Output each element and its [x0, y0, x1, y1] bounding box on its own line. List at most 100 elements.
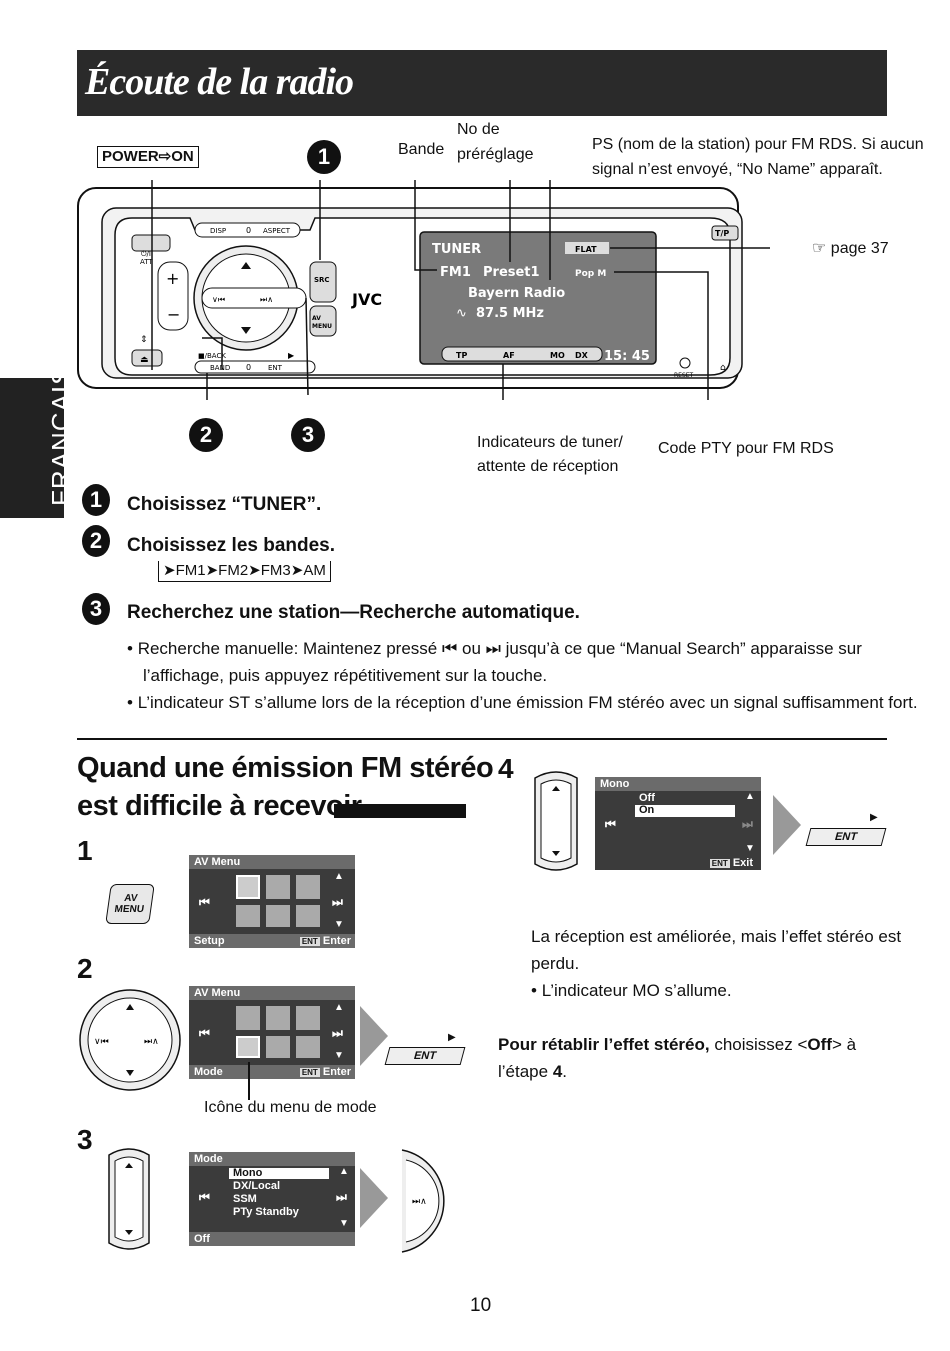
arrow-step3: [360, 1168, 388, 1228]
svg-text:⏏: ⏏: [140, 355, 149, 365]
aspect-text: ASPECT: [263, 227, 291, 235]
screen-af: AF: [503, 351, 515, 360]
svg-text:AV: AV: [312, 315, 321, 322]
mode-icon: [236, 1036, 260, 1058]
step-number-1: 1: [82, 484, 110, 516]
att-text: ATT: [140, 258, 153, 266]
indicators-label-1: Indicateurs de tuner/: [477, 434, 623, 451]
bullet-manual-search: • Recherche manuelle: Maintenez pressé ⏮…: [127, 639, 862, 658]
play-icon-2: ▶: [448, 1032, 456, 1043]
svg-text:⏻/I: ⏻/I: [141, 250, 151, 258]
mode-screen: Mode Mono DX/Local SSM PTy Standby ⏮ ▲ ⏭…: [189, 1152, 355, 1246]
section-divider: [77, 738, 887, 740]
screen-band: FM1: [440, 265, 471, 280]
section2-heading-1: Quand une émission FM stéréo: [77, 752, 494, 784]
svg-text:∨⏮: ∨⏮: [212, 295, 225, 304]
screen-dx: DX: [575, 351, 589, 360]
mode-item-dx: DX/Local: [233, 1180, 281, 1192]
page-reference: ☞ page 37: [812, 240, 889, 257]
mode-item-mono: Mono: [233, 1167, 263, 1179]
disp-text: DISP: [210, 227, 226, 235]
indicators-label-2: attente de réception: [477, 458, 619, 475]
screen1-title: AV Menu: [189, 855, 355, 869]
mono-screen: Mono Off On ⏮ ▲ ⏭ ▼ ENT Exit: [595, 777, 761, 870]
title-band: Écoute de la radio: [77, 50, 887, 116]
screen3-title: Mode: [189, 1152, 355, 1166]
step-text-1: Choisissez “TUNER”.: [127, 494, 322, 515]
svg-text:+: +: [166, 269, 179, 288]
screen-time: 15: 45: [604, 349, 650, 364]
result-bullet: • L’indicateur MO s’allume.: [531, 981, 732, 1000]
svg-text:⏭∧: ⏭∧: [412, 1197, 427, 1207]
svg-text:▶: ▶: [288, 351, 295, 360]
rocker-4[interactable]: [532, 768, 580, 874]
bullet-st-indicator: • L’indicateur ST s’allume lors de la ré…: [127, 693, 918, 712]
svg-text:∨⏮: ∨⏮: [94, 1037, 109, 1047]
av-menu-screen-mode: AV Menu ⏮ ▲ ⏭ ▼ Mode ENT Enter: [189, 986, 355, 1079]
screen-tuner: TUNER: [432, 242, 481, 257]
ent-button-4[interactable]: ENT: [805, 828, 887, 846]
screen-station: Bayern Radio: [468, 286, 565, 301]
svg-text:0: 0: [246, 363, 251, 372]
screen4-title: Mono: [595, 777, 761, 791]
screen-preset: Preset1: [483, 265, 540, 280]
svg-text:∿: ∿: [456, 306, 467, 321]
preset-label-1: No de: [457, 121, 500, 138]
screen-tp: TP: [456, 351, 467, 360]
screen1-bottom: Setup: [194, 935, 225, 947]
arrow-step2: [360, 1006, 388, 1066]
dial-right-3[interactable]: ⏭∧: [398, 1148, 458, 1254]
result-line-1: La réception est améliorée, mais l’effet…: [531, 927, 902, 946]
preset-label-2: préréglage: [457, 146, 534, 163]
head-unit-illustration: ⏻/I ATT + − ⇕ ⏏ DISP 0 ASPECT ∨⏮ ⏭∧ SRC …: [77, 180, 770, 400]
brand-text: JVC: [351, 290, 382, 309]
ent-text: ENT: [268, 364, 283, 372]
screen3-bottom: Off: [189, 1232, 355, 1246]
bullet-manual-search-cont: l’affichage, puis appuyez répétitivement…: [143, 666, 548, 685]
sub-step-2: 2: [77, 953, 93, 984]
arrow-step4: [773, 795, 801, 855]
page-number: 10: [470, 1295, 492, 1316]
svg-text:⏭∧: ⏭∧: [260, 295, 273, 304]
screen-pty: Pop M: [575, 269, 606, 279]
power-label: POWER⇨ON: [97, 146, 199, 168]
step-text-3: Recherchez une station—Recherche automat…: [127, 602, 580, 623]
mode-icon-leader: [248, 1062, 250, 1100]
ent-button-2[interactable]: ENT: [384, 1047, 466, 1065]
svg-text:−: −: [167, 305, 180, 324]
screen-flat: FLAT: [575, 245, 597, 254]
back-text: ■/BACK: [198, 352, 226, 360]
svg-text:⇕: ⇕: [140, 335, 148, 345]
svg-text:MENU: MENU: [312, 323, 332, 330]
play-icon-4: ▶: [870, 812, 878, 823]
av-menu-button[interactable]: AV MENU: [105, 884, 155, 924]
svg-text:0: 0: [246, 226, 251, 235]
step-text-2: Choisissez les bandes.: [127, 535, 336, 556]
result-line-2: perdu.: [531, 954, 580, 973]
sub-step-4: 4: [498, 753, 514, 784]
mode-item-pty: PTy Standby: [233, 1206, 299, 1218]
page-title: Écoute de la radio: [85, 61, 354, 103]
band-text: BAND: [210, 364, 230, 372]
screen-freq: 87.5 MHz: [476, 306, 544, 321]
bande-label: Bande: [398, 141, 445, 158]
rocker-3[interactable]: [106, 1145, 152, 1253]
tp-key-text: T/P: [715, 229, 729, 238]
step-number-3: 3: [82, 593, 110, 625]
screen-mo: MO: [550, 351, 565, 360]
callout-3: 3: [291, 418, 325, 452]
sub-step-3: 3: [77, 1124, 93, 1155]
screen2-bottom: Mode: [194, 1066, 223, 1078]
mono-item-off: Off: [639, 792, 655, 804]
restore-line-2: l’étape 4.: [498, 1062, 568, 1081]
pty-code-label: Code PTY pour FM RDS: [658, 440, 834, 457]
svg-text:⏭∧: ⏭∧: [144, 1037, 159, 1047]
mode-item-ssm: SSM: [233, 1193, 257, 1205]
step-number-2: 2: [82, 525, 110, 557]
callout-1: 1: [307, 140, 341, 174]
ps-label-1: PS (nom de la station) pour FM RDS. Si a…: [592, 136, 924, 153]
restore-line-1: Pour rétablir l’effet stéréo, choisissez…: [498, 1035, 857, 1054]
av-menu-screen-setup: AV Menu ⏮ ▲ ⏭ ▼ Setup ENT Enter: [189, 855, 355, 948]
control-dial-2[interactable]: ∨⏮ ⏭∧: [76, 988, 186, 1092]
mono-item-on: On: [639, 804, 655, 816]
